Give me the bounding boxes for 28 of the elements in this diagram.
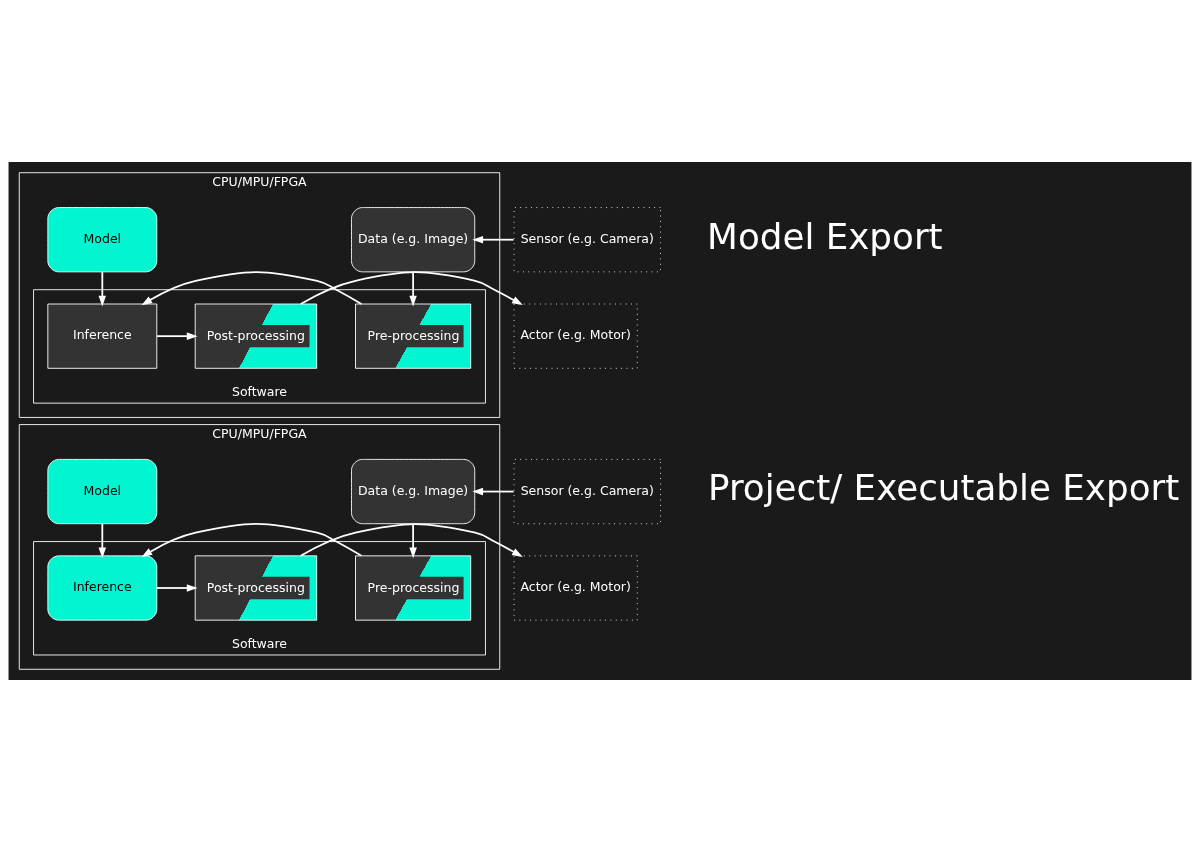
node-box: Sensor (e.g. Camera)	[513, 458, 661, 524]
node-box: Sensor (e.g. Camera)	[513, 206, 661, 272]
node-box: Model	[47, 458, 158, 524]
node-box: Inference	[47, 554, 158, 621]
node-box: Data (e.g. Image)	[351, 458, 476, 524]
arrow	[141, 270, 363, 305]
node-box: Actor (e.g. Motor)	[513, 303, 638, 369]
arrow	[156, 583, 198, 592]
node-box: Post-processing	[194, 303, 318, 369]
node-box: Post-processing	[194, 554, 318, 621]
label: Model Export	[707, 215, 943, 257]
node-box: Pre-processing	[355, 303, 472, 369]
arrow	[156, 331, 198, 340]
arrow	[472, 235, 515, 243]
label: Project/ Executable Export	[708, 466, 1180, 508]
node-box: Pre-processing	[355, 554, 472, 621]
arrow	[299, 522, 523, 557]
node-box: Actor (e.g. Motor)	[513, 554, 638, 621]
arrow	[98, 270, 107, 306]
node-box: Inference	[47, 303, 158, 369]
arrow	[141, 522, 363, 557]
node-box: Model	[47, 206, 158, 272]
arrow	[409, 270, 417, 306]
arrow	[472, 487, 515, 495]
arrow	[409, 522, 417, 558]
arrow	[98, 522, 107, 558]
arrow	[299, 270, 523, 305]
node-box: Data (e.g. Image)	[351, 206, 476, 272]
